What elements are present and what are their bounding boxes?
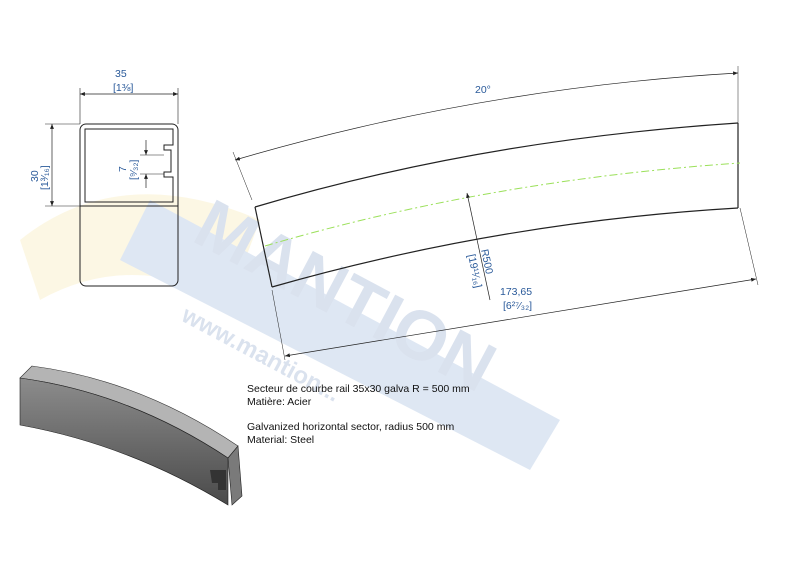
top-view <box>232 66 759 361</box>
centerline <box>264 162 741 247</box>
height-dim: 30 <box>29 170 41 182</box>
chord-dim-in: [6²⁷⁄₃₂] <box>503 300 532 312</box>
width-dim-in: [1⅜] <box>113 82 134 94</box>
section-view <box>45 88 179 287</box>
fr-material: Matière: Acier <box>247 396 312 408</box>
slot-dim: 7 <box>117 166 129 172</box>
radius-dim: R500 <box>478 248 495 275</box>
en-title: Galvanized horizontal sector, radius 500… <box>247 421 455 433</box>
en-material: Material: Steel <box>247 434 315 446</box>
description-en: Galvanized horizontal sector, radius 500… <box>247 421 454 447</box>
fr-title: Secteur de courbe rail 35x30 galva R = 5… <box>247 383 470 395</box>
description-fr: Secteur de courbe rail 35x30 galva R = 5… <box>247 383 470 409</box>
slot-dim-in: [⁹⁄₃₂] <box>128 159 140 180</box>
height-dim-in: [1³⁄₁₆] <box>39 165 51 190</box>
angle-dim: 20° <box>475 84 491 96</box>
chord-dim: 173,65 <box>500 286 532 298</box>
rail-3d-render <box>19 365 243 506</box>
width-dim: 35 <box>115 68 127 80</box>
